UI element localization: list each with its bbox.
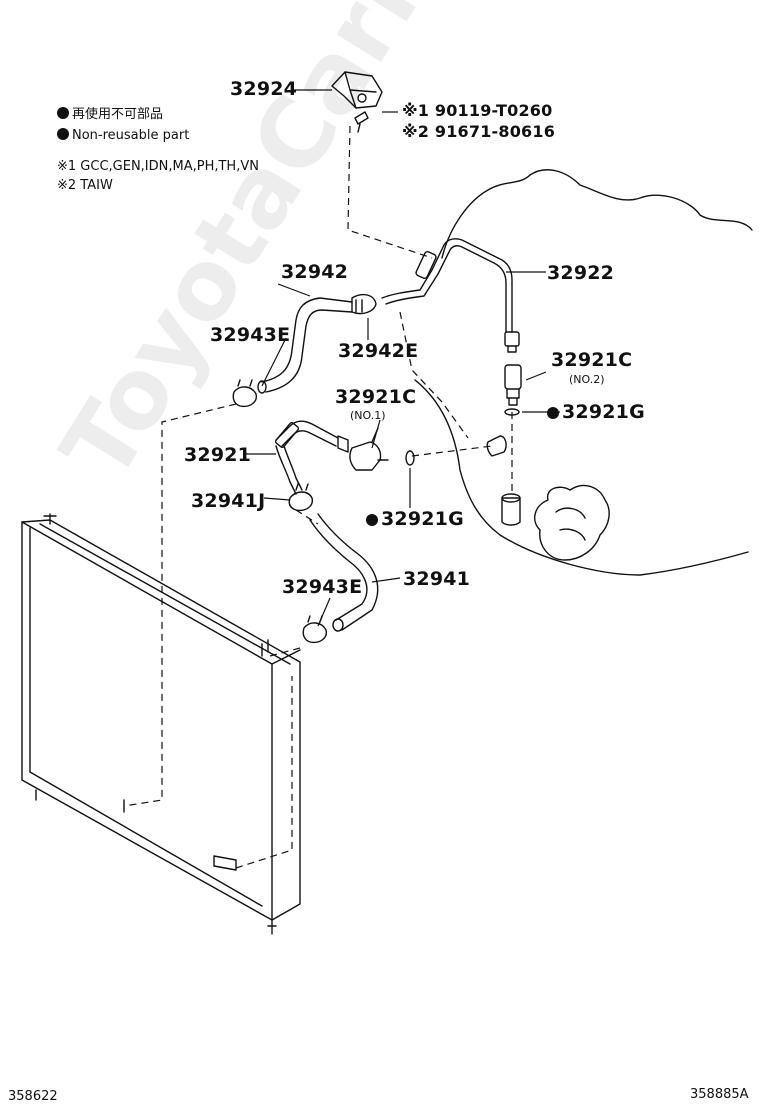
union-32921C-no1	[349, 441, 382, 471]
bracket-bolt	[354, 111, 369, 133]
part-label-32943E-bottom[interactable]: 32943E	[282, 576, 363, 598]
part-sub-no2: (NO.2)	[569, 373, 605, 386]
part-label-32921G-mid-text: 32921G	[381, 508, 464, 530]
part-label-32922[interactable]: 32922	[547, 262, 615, 284]
hose-32941	[309, 519, 368, 621]
union-32921C-no2	[504, 364, 522, 390]
gasket-32921G-mid	[405, 450, 415, 466]
nonreusable-dot-icon	[57, 128, 69, 140]
bolt-ref-1-part[interactable]: 90119-T0260	[434, 101, 553, 120]
footer-right-code: 358885A	[690, 1087, 749, 1102]
nonreusable-dot-icon	[547, 407, 559, 419]
radiator-outlet	[213, 855, 237, 871]
legend-nonreusable-en: Non-reusable part	[57, 128, 189, 142]
part-label-32921G-mid[interactable]: 32921G	[366, 510, 464, 529]
legend-nonreusable-en-text: Non-reusable part	[72, 128, 190, 143]
part-label-32943E-top[interactable]: 32943E	[210, 324, 291, 346]
radiator	[21, 519, 301, 921]
part-label-32921C-no2[interactable]: 32921C	[551, 349, 633, 371]
part-label-32942E[interactable]: 32942E	[338, 340, 419, 362]
part-label-32921G-top[interactable]: 32921G	[547, 403, 645, 422]
transmission-outline	[414, 379, 749, 576]
part-label-32921[interactable]: 32921	[184, 444, 252, 466]
bolt-ref-2[interactable]: ※2 91671-80616	[402, 124, 555, 140]
part-label-32941[interactable]: 32941	[403, 568, 471, 590]
part-label-32921G-top-text: 32921G	[562, 401, 645, 423]
bolt-ref-1-mark: ※1	[402, 101, 430, 120]
part-label-32942[interactable]: 32942	[281, 261, 349, 283]
part-label-32941J[interactable]: 32941J	[191, 490, 266, 512]
footer-left-code: 358622	[8, 1089, 58, 1104]
part-sub-no1: (NO.1)	[350, 409, 386, 422]
pipe-32922	[381, 238, 513, 333]
legend-nonreusable-jp-text: 再使用不可部品	[72, 107, 164, 122]
clamp-32942E	[351, 293, 377, 315]
bracket-32924	[331, 71, 383, 109]
engine-outline	[441, 169, 753, 259]
bolt-ref-2-mark: ※2	[402, 122, 430, 141]
engine-boss	[501, 497, 521, 526]
bolt-ref-2-part[interactable]: 91671-80616	[434, 122, 556, 141]
clamp-32943E-top	[232, 386, 257, 408]
pipe-32921	[275, 420, 339, 441]
hose-32942	[261, 297, 353, 383]
part-label-32924[interactable]: 32924	[230, 78, 298, 100]
transmission-bump	[534, 484, 610, 561]
part-label-32921C-no1[interactable]: 32921C	[335, 386, 417, 408]
clamp-32943E-bottom	[302, 622, 327, 644]
legend-note-2: ※2 TAIW	[57, 178, 113, 193]
nonreusable-dot-icon	[57, 107, 69, 119]
clamp-32941J	[288, 491, 313, 512]
legend-nonreusable-jp: 再使用不可部品	[57, 107, 163, 121]
nonreusable-dot-icon	[366, 514, 378, 526]
bolt-ref-1[interactable]: ※1 90119-T0260	[402, 103, 552, 119]
legend-note-1: ※1 GCC,GEN,IDN,MA,PH,TH,VN	[57, 159, 259, 174]
